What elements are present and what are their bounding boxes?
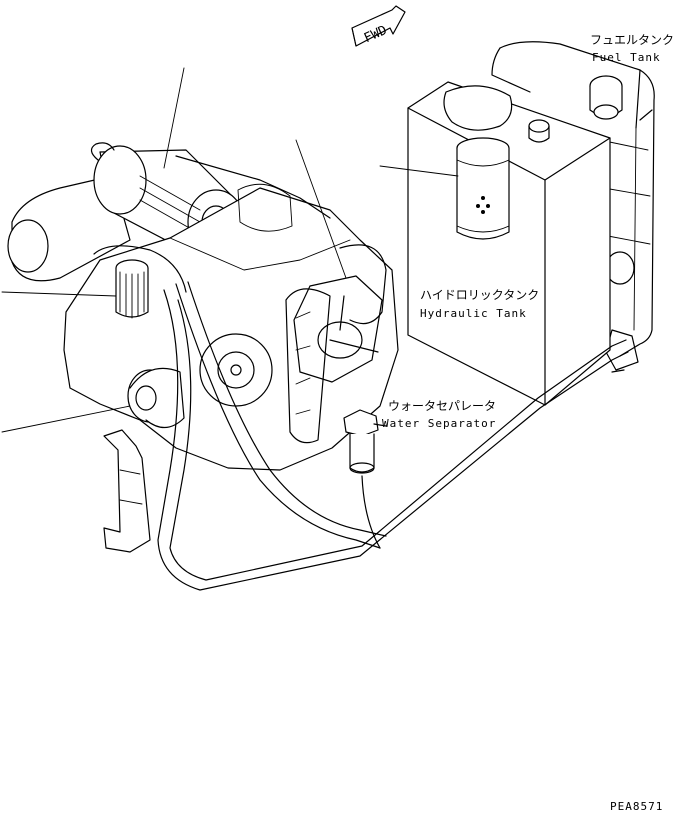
engine-shape xyxy=(7,142,399,553)
hydraulic-tank-label-en: Hydraulic Tank xyxy=(420,307,527,320)
drawing-code: PEA8571 xyxy=(610,800,664,813)
fuel-tank-shape xyxy=(491,41,655,371)
hydraulic-tank-shape xyxy=(407,81,611,406)
leader-lines xyxy=(1,67,459,433)
hydraulic-tank-label-jp: ハイドロリックタンク xyxy=(420,288,540,302)
fuel-lines xyxy=(157,281,629,591)
water-separator-shape xyxy=(343,409,387,474)
water-separator-label-jp: ウォータセパレータ xyxy=(388,399,497,413)
fwd-arrow-icon: FWD xyxy=(351,5,406,47)
fuel-tank-label-en: Fuel Tank xyxy=(592,51,661,64)
water-separator-label-en: Water Separator xyxy=(382,417,497,430)
fwd-text: FWD xyxy=(362,23,390,46)
fuel-tank-label-jp: フュエルタンク xyxy=(590,33,675,47)
